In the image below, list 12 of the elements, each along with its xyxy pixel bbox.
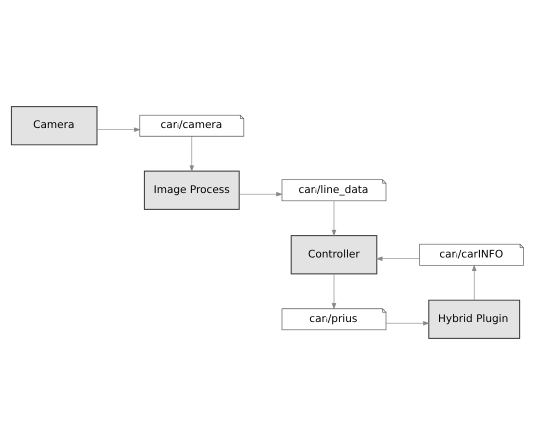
arrow — [96, 126, 141, 132]
arrow — [189, 136, 194, 172]
node-box: Hybrid Plugin — [428, 299, 520, 338]
arrow — [332, 273, 336, 310]
arrow — [386, 320, 430, 326]
arrow — [376, 256, 420, 261]
arrow — [472, 264, 477, 300]
node-box: Controller — [290, 234, 378, 274]
arrow — [239, 191, 283, 196]
node-box: Camera — [10, 106, 98, 145]
node-box: Image Process — [144, 170, 240, 210]
arrow — [332, 200, 336, 236]
